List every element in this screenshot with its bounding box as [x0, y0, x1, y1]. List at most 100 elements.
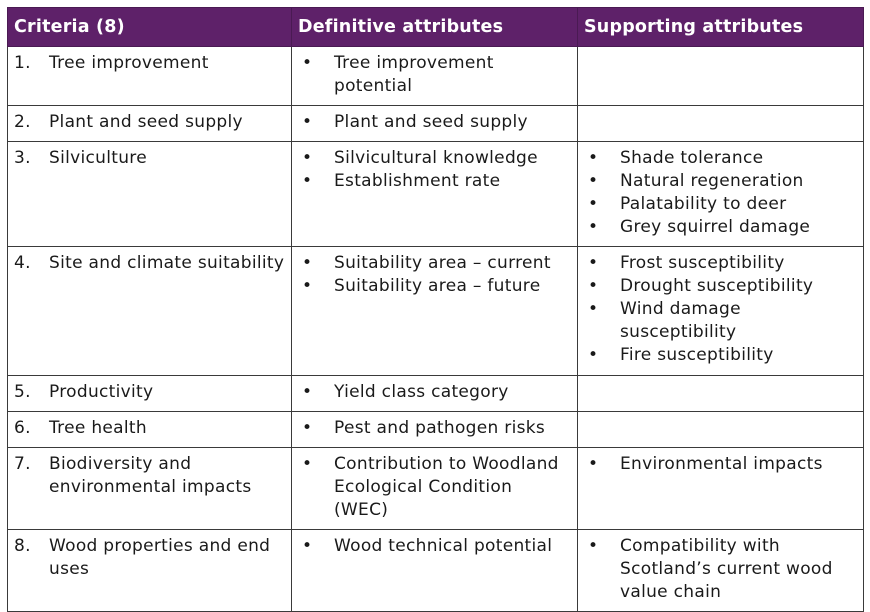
list-item: • Plant and seed supply [298, 111, 571, 134]
definitive-cell: • Wood technical potential [291, 529, 578, 612]
bullet-icon: • [302, 536, 313, 556]
table-row: 2.Plant and seed supply • Plant and seed s… [7, 105, 864, 142]
list-item: • Pest and pathogen risks [298, 417, 571, 440]
header-supporting: Supporting attributes [577, 7, 864, 47]
bullet-icon: • [588, 217, 599, 237]
list-item: • Wood technical potential [298, 535, 571, 558]
attribute-text: Shade tolerance [620, 148, 764, 168]
criteria-cell: 5.Productivity [7, 375, 292, 412]
attribute-text: Suitability area – future [334, 276, 541, 296]
header-definitive: Definitive attributes [291, 7, 578, 47]
definitive-list: • Plant and seed supply [298, 111, 571, 134]
attribute-text: Environmental impacts [620, 454, 823, 474]
table-row: 1. Tree improvement • Tree improvement pote… [7, 46, 864, 106]
criteria-cell: 3.Silviculture [7, 141, 292, 247]
list-item: • Palatability to deer [584, 193, 857, 216]
list-item: •Silvicultural knowledge [298, 147, 571, 170]
definitive-list: • Contribution to Woodland Ecological Con… [298, 453, 571, 522]
criteria-label: Tree improvement [49, 53, 209, 73]
header-criteria: Criteria (8) [7, 7, 292, 47]
supporting-cell: • Compatibility with Scotland’s current w… [577, 529, 864, 612]
criteria-table: Criteria (8) Definitive attributes Suppo… [7, 7, 864, 612]
bullet-icon: • [302, 112, 313, 132]
supporting-cell: •Shade tolerance•Natural regeneration•Pa… [577, 141, 864, 247]
definitive-list: • Wood technical potential [298, 535, 571, 558]
table-row: 8. Wood properties and end uses • Wood tech… [7, 529, 864, 612]
criteria-label: Site and climate suitability [49, 253, 285, 273]
list-item: • Establishment rate [298, 170, 571, 193]
criteria-number: 8. [14, 536, 31, 556]
table-row: 4.Site and climate suitability•Suitabili… [7, 246, 864, 376]
supporting-cell: • Environmental impacts [577, 447, 864, 530]
attribute-text: Grey squirrel damage [620, 217, 811, 237]
attribute-text: Contribution to Woodland Ecological Cond… [334, 454, 559, 520]
bullet-icon: • [588, 194, 599, 214]
criteria-label: Biodiversity and environmental impacts [49, 454, 252, 497]
attribute-text: Establishment rate [334, 171, 501, 191]
definitive-cell: • Yield class category [291, 375, 578, 412]
list-item: • Yield class category [298, 381, 571, 404]
supporting-cell [577, 411, 864, 448]
list-item: • Contribution to Woodland Ecological Con… [298, 453, 571, 522]
attribute-text: Plant and seed supply [334, 112, 528, 132]
list-item: •Fire susceptibility [584, 344, 857, 367]
list-item: • Wind damage susceptibility [584, 298, 857, 344]
bullet-icon: • [588, 253, 599, 273]
definitive-cell: •Silvicultural knowledge• Establishment r… [291, 141, 578, 247]
bullet-icon: • [588, 299, 599, 319]
bullet-icon: • [302, 53, 313, 73]
table-row: 6.Tree health • Pest and pathogen risks [7, 411, 864, 448]
attribute-text: Pest and pathogen risks [334, 418, 546, 438]
attribute-text: Compatibility with Scotland’s current wo… [620, 536, 833, 602]
bullet-icon: • [588, 345, 599, 365]
list-item: • Suitability area – future [298, 275, 571, 298]
table-row: 5.Productivity • Yield class category [7, 375, 864, 412]
list-item: •Suitability area – current [298, 252, 571, 275]
definitive-cell: • Plant and seed supply [291, 105, 578, 142]
bullet-icon: • [302, 454, 313, 474]
criteria-cell: 2.Plant and seed supply [7, 105, 292, 142]
supporting-cell [577, 105, 864, 142]
supporting-list: • Environmental impacts [584, 453, 857, 476]
attribute-text: Wood technical potential [334, 536, 553, 556]
attribute-text: Wind damage susceptibility [620, 299, 741, 342]
criteria-number: 7. [14, 454, 31, 474]
bullet-icon: • [302, 276, 313, 296]
header-row: Criteria (8) Definitive attributes Suppo… [7, 7, 864, 47]
definitive-cell: • Contribution to Woodland Ecological Con… [291, 447, 578, 530]
list-item: •Natural regeneration [584, 170, 857, 193]
bullet-icon: • [302, 382, 313, 402]
supporting-cell [577, 46, 864, 106]
attribute-text: Palatability to deer [620, 194, 787, 214]
supporting-list: • Compatibility with Scotland’s current w… [584, 535, 857, 604]
definitive-list: • Yield class category [298, 381, 571, 404]
supporting-cell: • Frost susceptibility • Drought susceptibi… [577, 246, 864, 376]
bullet-icon: • [588, 536, 599, 556]
bullet-icon: • [302, 171, 313, 191]
criteria-number: 4. [14, 253, 31, 273]
bullet-icon: • [302, 418, 313, 438]
criteria-cell: 4. Site and climate suitability [7, 246, 292, 376]
definitive-list: •Suitability area – current•Suitability … [298, 252, 571, 298]
definitive-cell: •Suitability area – current•Suitability … [291, 246, 578, 376]
attribute-text: Tree improvement potential [334, 53, 494, 96]
bullet-icon: • [588, 171, 599, 191]
supporting-list: •Shade tolerance•Natural regeneration•Pa… [584, 147, 857, 239]
attribute-text: Drought susceptibility [620, 276, 814, 296]
definitive-list: •Silvicultural knowledge• Establishment r… [298, 147, 571, 193]
attribute-text: Yield class category [334, 382, 509, 402]
definitive-cell: • Tree improvement potential [291, 46, 578, 106]
table-row: 3.Silviculture•Silvicultural knowledge•E… [7, 141, 864, 247]
definitive-list: • Pest and pathogen risks [298, 417, 571, 440]
criteria-number: 2. [14, 112, 31, 132]
criteria-cell: 6.Tree health [7, 411, 292, 448]
criteria-number: 1. [14, 53, 31, 73]
criteria-label: Wood properties and end uses [49, 536, 271, 579]
attribute-text: Suitability area – current [334, 253, 551, 273]
bullet-icon: • [302, 148, 313, 168]
supporting-cell [577, 375, 864, 412]
attribute-text: Frost susceptibility [620, 253, 785, 273]
list-item: •Shade tolerance [584, 147, 857, 170]
bullet-icon: • [588, 454, 599, 474]
bullet-icon: • [588, 276, 599, 296]
